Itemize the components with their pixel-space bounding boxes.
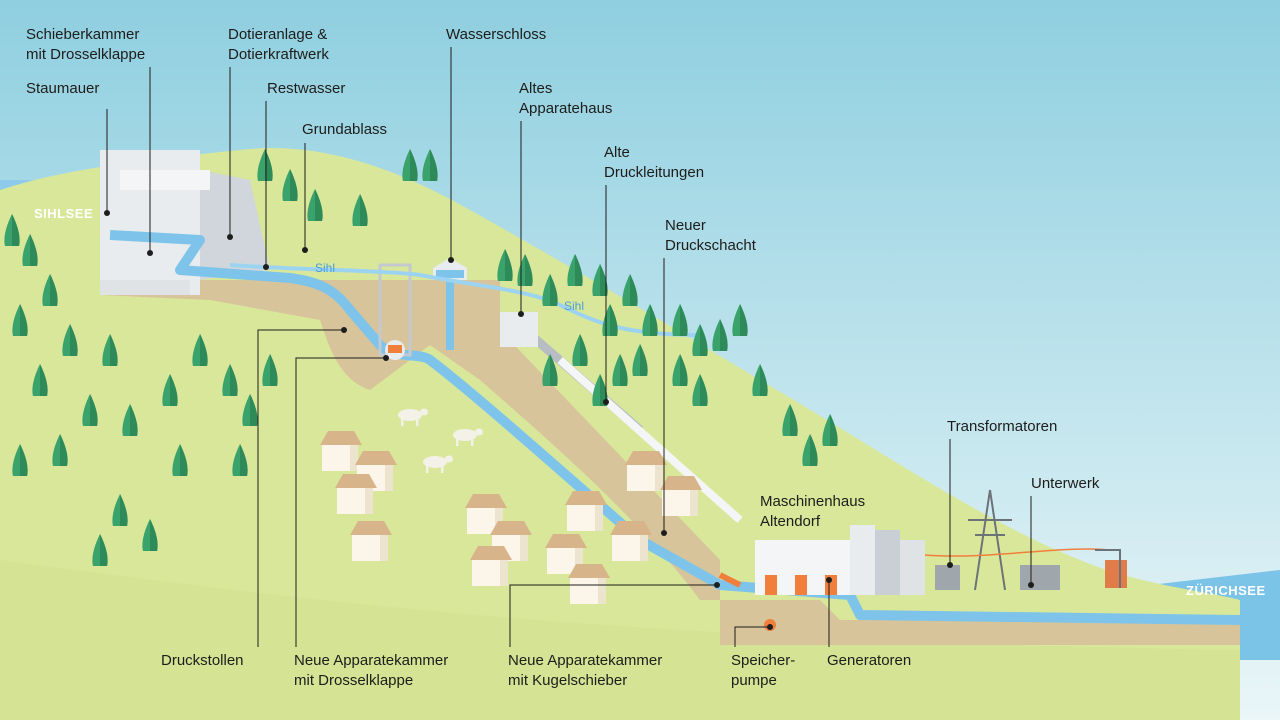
label-speicherpumpe: Speicher- pumpe <box>731 651 795 691</box>
label-staumauer: Staumauer <box>26 80 100 97</box>
label-wasserschloss: Wasserschloss <box>446 26 547 43</box>
sihl-label-2: Sihl <box>564 299 585 313</box>
label-neuer-druckschacht-line1: Neuer <box>665 217 706 234</box>
label-schieberkammer-line2: mit Drosselklappe <box>26 46 146 63</box>
label-dotieranlage: Dotieranlage & Dotierkraftwerk <box>228 25 329 65</box>
label-speicherpumpe-line1: Speicher- <box>731 652 796 669</box>
label-alte-druckleitungen: Alte Druckleitungen <box>604 143 704 183</box>
label-schieberkammer-line1: Schieberkammer <box>26 26 140 43</box>
leader-lines <box>106 47 1032 647</box>
label-altes-apparatehaus-line2: Apparatehaus <box>519 100 613 117</box>
label-neuer-druckschacht: Neuer Druckschacht <box>665 216 756 256</box>
label-maschinenhaus-line2: Altendorf <box>760 513 821 530</box>
leader-dots <box>104 210 1034 630</box>
label-unterwerk: Unterwerk <box>1031 475 1100 492</box>
label-apparatekammer-drossel-line2: mit Drosselklappe <box>294 672 414 689</box>
label-speicherpumpe-line2: pumpe <box>731 672 777 689</box>
label-transformatoren: Transformatoren <box>947 418 1058 435</box>
maschinenhaus <box>718 525 925 631</box>
label-apparatekammer-drossel: Neue Apparatekammer mit Drosselklappe <box>294 651 448 691</box>
ground-cut <box>100 280 1240 645</box>
label-restwasser: Restwasser <box>267 80 346 97</box>
substation <box>924 489 1127 591</box>
label-apparatekammer-kugel: Neue Apparatekammer mit Kugelschieber <box>508 651 662 691</box>
label-alte-druckleitungen-line2: Druckleitungen <box>604 164 705 181</box>
altes-apparatehaus <box>500 312 538 347</box>
foreground <box>0 560 1240 720</box>
label-apparatekammer-drossel-line1: Neue Apparatekammer <box>294 652 449 669</box>
zuerichsee-label: ZÜRICHSEE <box>1186 583 1266 598</box>
label-altes-apparatehaus-line1: Altes <box>519 80 553 97</box>
wasserschloss-shaft <box>446 270 454 350</box>
label-maschinenhaus: Maschinenhaus Altendorf <box>760 492 865 532</box>
label-druckstollen: Druckstollen <box>161 652 244 669</box>
sihlsee-label: SIHLSEE <box>34 206 94 221</box>
label-generatoren: Generatoren <box>827 652 912 669</box>
label-altes-apparatehaus: Altes Apparatehaus <box>519 79 612 119</box>
label-grundablass: Grundablass <box>302 121 388 138</box>
label-schieberkammer: Schieberkammer mit Drosselklappe <box>26 25 145 65</box>
label-neuer-druckschacht-line2: Druckschacht <box>665 237 756 254</box>
label-dotieranlage-line1: Dotieranlage & <box>228 26 328 43</box>
label-apparatekammer-kugel-line2: mit Kugelschieber <box>508 672 628 689</box>
label-apparatekammer-kugel-line1: Neue Apparatekammer <box>508 652 663 669</box>
sihl-label-1: Sihl <box>315 261 336 275</box>
label-maschinenhaus-line1: Maschinenhaus <box>760 493 866 510</box>
label-alte-druckleitungen-line1: Alte <box>604 144 630 161</box>
label-dotieranlage-line2: Dotierkraftwerk <box>228 46 329 63</box>
